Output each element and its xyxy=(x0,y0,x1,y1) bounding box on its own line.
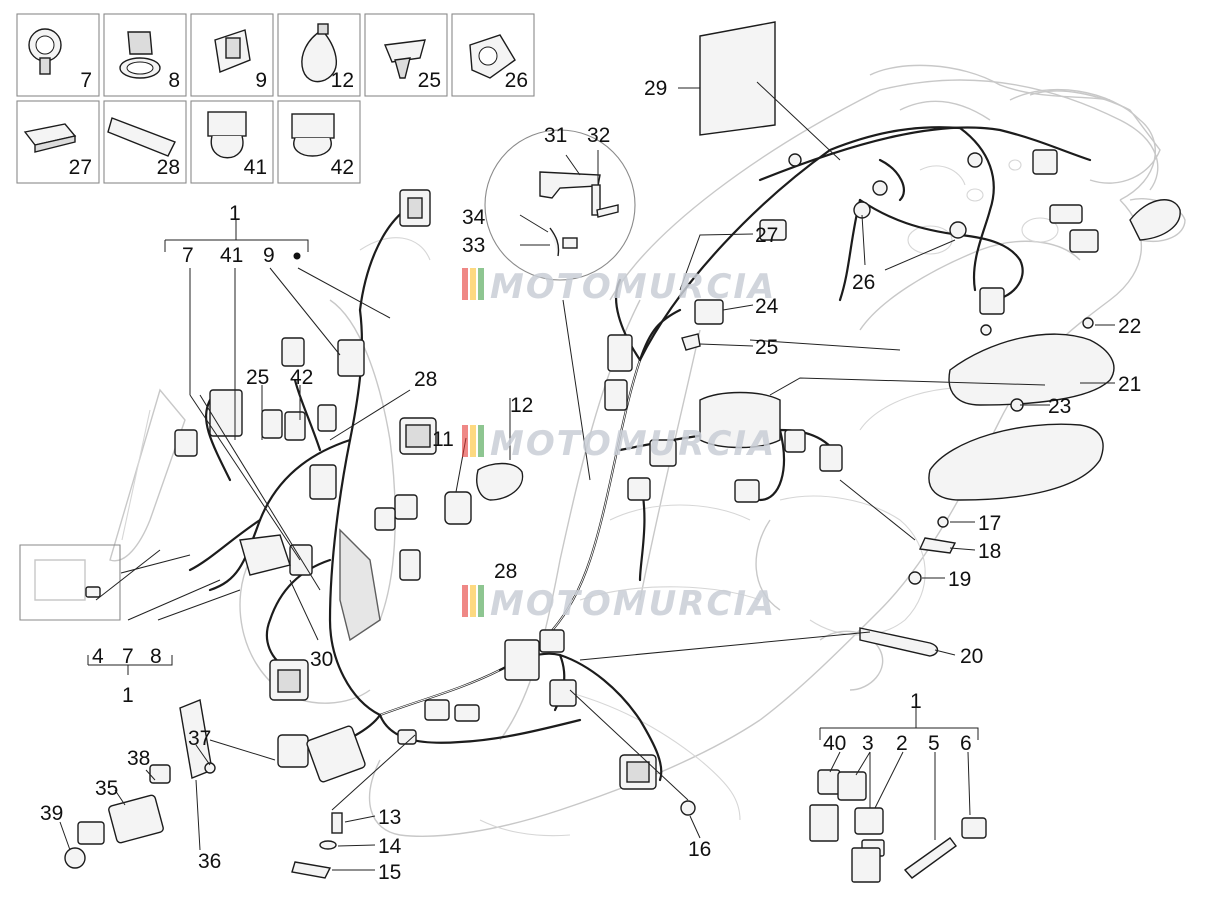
callout-40: 40 xyxy=(823,732,846,755)
callout-7: 7 xyxy=(182,244,194,267)
kit-box-25: 25 xyxy=(364,13,448,97)
kit-box-label: 27 xyxy=(69,156,92,179)
callout-41: 41 xyxy=(220,244,243,267)
harness-connectors xyxy=(174,149,1181,790)
callout-numbers: 1 7 41 9 25 42 28 30 4 7 8 1 31 32 34 33… xyxy=(40,77,1141,884)
kit-box-8: 8 xyxy=(103,13,187,97)
separate-parts xyxy=(19,21,1115,883)
callout-23: 23 xyxy=(1048,395,1071,418)
callout-9: 9 xyxy=(263,244,275,267)
callout-25: 25 xyxy=(246,366,269,389)
detail-circle xyxy=(484,129,636,281)
kit-box-42: 42 xyxy=(277,100,361,184)
watermark-text: MOTOMURCIA xyxy=(490,584,776,624)
callout-12: 12 xyxy=(510,394,533,417)
callout-42: 42 xyxy=(290,366,313,389)
callout-30: 30 xyxy=(310,648,333,671)
callout-25: 25 xyxy=(755,336,778,359)
callout-31: 31 xyxy=(544,124,567,147)
callout-39: 39 xyxy=(40,802,63,825)
kit-box-9: 9 xyxy=(190,13,274,97)
callout-34: 34 xyxy=(462,206,486,229)
kit-thumbnail-grid: 7 8 9 12 25 26 xyxy=(16,13,535,184)
front-shield-panel xyxy=(109,388,186,562)
callout-28: 28 xyxy=(494,560,517,583)
kit-box-28: 28 xyxy=(103,100,187,184)
callout-6: 6 xyxy=(960,732,972,755)
callout-38: 38 xyxy=(127,747,150,770)
kit-box-label: 9 xyxy=(255,69,267,92)
callout-16: 16 xyxy=(688,838,711,861)
callout-26: 26 xyxy=(852,271,875,294)
watermark-logo: MOTOMURCIA xyxy=(462,584,776,624)
callout-17: 17 xyxy=(978,512,1001,535)
callout-29: 29 xyxy=(644,77,667,100)
kit-box-12: 12 xyxy=(277,13,361,97)
callout-11: 11 xyxy=(432,428,454,451)
insulation-sheet xyxy=(699,21,776,136)
callout-21: 21 xyxy=(1118,373,1141,396)
callout-27: 27 xyxy=(755,224,778,247)
leader-lines xyxy=(59,81,1115,871)
callout-15: 15 xyxy=(378,861,401,884)
watermark-logo: MOTOMURCIA xyxy=(462,267,776,307)
callout-1: 1 xyxy=(229,202,241,225)
bullet-dot xyxy=(293,252,301,260)
callout-3: 3 xyxy=(862,732,874,755)
callout-32: 32 xyxy=(587,124,610,147)
kit-box-7: 7 xyxy=(16,13,100,97)
callout-36: 36 xyxy=(198,850,221,873)
callout-28: 28 xyxy=(414,368,437,391)
watermark-group: MOTOMURCIA MOTOMURCIA MOTOMURCIA xyxy=(462,267,776,624)
callout-7: 7 xyxy=(122,645,134,668)
kit-box-41: 41 xyxy=(190,100,274,184)
watermark-text: MOTOMURCIA xyxy=(490,424,776,464)
callout-20: 20 xyxy=(960,645,983,668)
callout-4: 4 xyxy=(92,645,104,668)
callout-2: 2 xyxy=(896,732,908,755)
callout-35: 35 xyxy=(95,777,118,800)
kit-box-26: 26 xyxy=(451,13,535,97)
callout-5: 5 xyxy=(928,732,940,755)
callout-1: 1 xyxy=(910,690,922,713)
watermark-logo: MOTOMURCIA xyxy=(462,424,776,464)
callout-13: 13 xyxy=(378,806,401,829)
callout-19: 19 xyxy=(948,568,971,591)
callout-22: 22 xyxy=(1118,315,1141,338)
callout-33: 33 xyxy=(462,234,485,257)
kit-box-label: 42 xyxy=(331,156,354,179)
callout-18: 18 xyxy=(978,540,1001,563)
kit-box-label: 12 xyxy=(331,69,354,92)
kit-box-label: 26 xyxy=(505,69,528,92)
callout-1: 1 xyxy=(122,684,134,707)
kit-box-label: 28 xyxy=(157,156,180,179)
kit-box-label: 25 xyxy=(418,69,441,92)
kit-box-label: 7 xyxy=(80,69,92,92)
kit-box-label: 41 xyxy=(244,156,267,179)
kit-box-label: 8 xyxy=(168,69,180,92)
fuse-box-inset xyxy=(19,544,121,621)
kit-box-27: 27 xyxy=(16,100,100,184)
callout-14: 14 xyxy=(378,835,402,858)
watermark-text: MOTOMURCIA xyxy=(490,267,776,307)
callout-8: 8 xyxy=(150,645,162,668)
callout-37: 37 xyxy=(188,727,211,750)
callout-24: 24 xyxy=(755,295,779,318)
